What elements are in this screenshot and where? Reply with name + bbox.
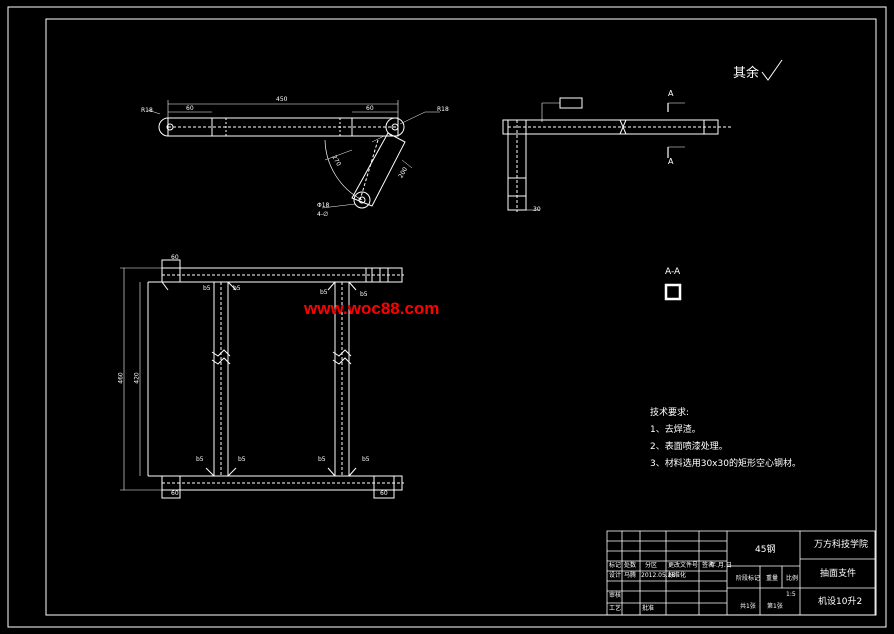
tech-item: 3、材料选用30x30的矩形空心钢材。 xyxy=(650,459,801,469)
sheet-inner-frame xyxy=(45,18,877,616)
section-label: A-A xyxy=(665,267,681,277)
section-a-a-view xyxy=(664,283,682,301)
tb-cell: 批准 xyxy=(642,605,655,612)
tb-cell: 标准化 xyxy=(668,572,687,579)
tb-cell: 审核 xyxy=(609,592,622,599)
technical-requirements: 技术要求: 1、去焊渣。 2、表面喷漆处理。 3、材料选用30x30的矩形空心钢… xyxy=(650,405,801,469)
tb-cell: 马腾 xyxy=(624,572,637,579)
roughness-note: 其余 xyxy=(733,66,760,81)
weld-mark: b5 xyxy=(318,456,326,463)
dim-radius-right: R18 xyxy=(437,106,449,113)
roughness-symbol xyxy=(761,59,783,81)
section-marker-top: A xyxy=(668,89,674,98)
title-block-scale: 1:5 xyxy=(786,591,796,598)
sheet-outer-border xyxy=(7,6,887,628)
title-block-material: 45钢 xyxy=(755,545,776,555)
weld-mark: b5 xyxy=(360,291,368,298)
tb-cell: 分区 xyxy=(645,562,658,569)
tech-title: 技术要求: xyxy=(650,408,690,418)
tech-item: 2、表面喷漆处理。 xyxy=(650,442,728,452)
title-block-school: 万方科技学院 xyxy=(814,540,869,550)
dim-left-sub: 60 xyxy=(186,105,194,112)
tb-cell: 处数 xyxy=(624,562,637,569)
title-block xyxy=(606,530,876,616)
tb-cell: 标记 xyxy=(609,562,622,569)
dim-plan-top: 60 xyxy=(171,254,179,261)
tech-item: 1、去焊渣。 xyxy=(650,425,701,435)
dim-plan-height: 460 xyxy=(117,372,125,384)
dim-radius-left: R18 xyxy=(141,107,153,114)
title-block-drawing-no: 机设10升2 xyxy=(818,597,863,607)
side-view xyxy=(502,97,732,212)
dim-phi: Φ18 xyxy=(317,202,330,209)
dim-holes: 4-∅ xyxy=(317,211,329,218)
dim-top-length: 450 xyxy=(276,96,288,103)
weld-mark: b5 xyxy=(320,289,328,296)
dim-plan-bottom-right: 60 xyxy=(380,490,388,497)
section-marker-bottom: A xyxy=(668,157,674,166)
elevation-view xyxy=(147,100,440,209)
dim-plan-bottom-left: 60 xyxy=(171,490,179,497)
tb-cell: 签名 xyxy=(702,562,715,569)
tb-cell: 第1张 xyxy=(767,603,783,610)
weld-mark: b5 xyxy=(203,285,211,292)
tb-cell: 设计 xyxy=(609,572,622,579)
tb-cell: 共1张 xyxy=(740,603,756,610)
tb-cell: 2012.05.28 xyxy=(641,572,676,579)
tb-cell: 更改文件号 xyxy=(668,562,699,569)
title-block-part-name: 抽面支件 xyxy=(820,569,857,579)
weld-mark: b5 xyxy=(238,456,246,463)
dim-plan-height-inner: 420 xyxy=(133,372,141,384)
weld-mark: b5 xyxy=(362,456,370,463)
plan-view xyxy=(120,259,404,499)
dim-right-sub: 60 xyxy=(366,105,374,112)
tb-cell: 工艺 xyxy=(609,605,622,612)
tb-cell: 阶段标记 xyxy=(736,575,761,582)
weld-mark: b5 xyxy=(233,285,241,292)
weld-mark: b5 xyxy=(196,456,204,463)
watermark-url: www.woc88.com xyxy=(304,299,440,318)
dim-side-width: 30 xyxy=(533,206,541,213)
tb-cell: 年.月.日 xyxy=(710,562,732,569)
tb-cell: 重量 xyxy=(766,575,779,582)
tb-cell: 比例 xyxy=(786,575,799,582)
